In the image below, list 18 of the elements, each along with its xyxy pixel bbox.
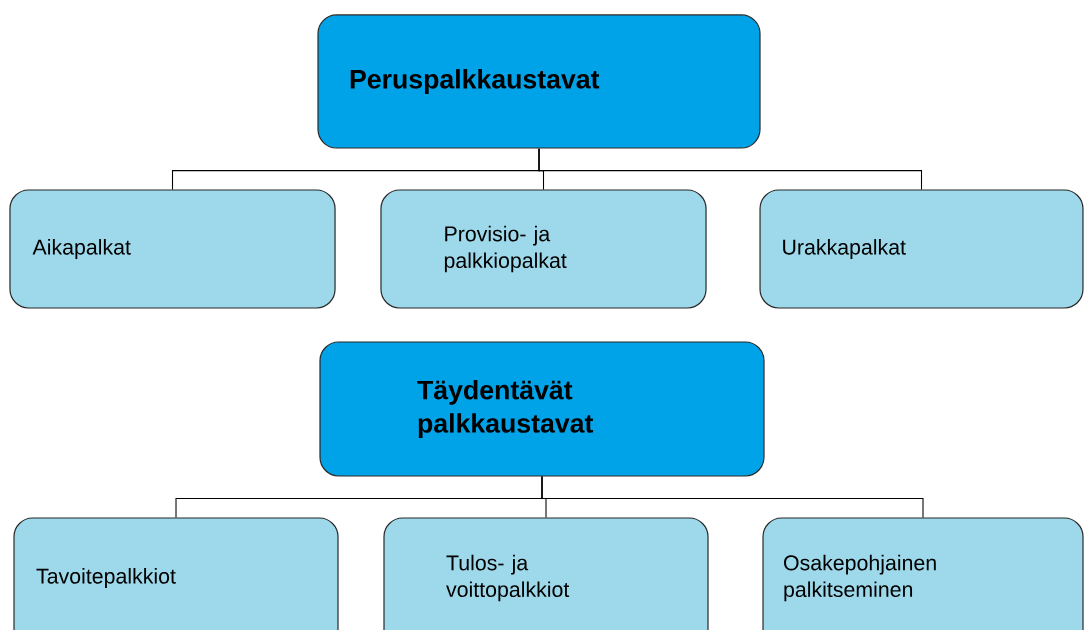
box-label: Täydentävät palkkaustavat [417, 379, 594, 439]
box-label: Tulos- ja voittopalkkiot [446, 554, 570, 602]
item-box [383, 517, 709, 630]
item-box [380, 189, 707, 309]
item-box [762, 517, 1084, 630]
box-label: Tavoitepalkkiot [36, 568, 176, 588]
connector-line [541, 476, 924, 518]
category-box [317, 14, 761, 149]
item-box [759, 189, 1084, 309]
box-label: Provisio- ja palkkiopalkat [444, 225, 567, 273]
item-box [9, 189, 336, 309]
connector-line [538, 148, 923, 190]
item-box [13, 517, 339, 630]
box-label: Urakkapalkat [783, 239, 906, 259]
category-box [319, 341, 765, 477]
box-label: Aikapalkat [32, 239, 131, 259]
box-label: Osakepohjainen palkitseminen [784, 554, 936, 602]
box-label: Peruspalkkaustavat [350, 69, 600, 94]
